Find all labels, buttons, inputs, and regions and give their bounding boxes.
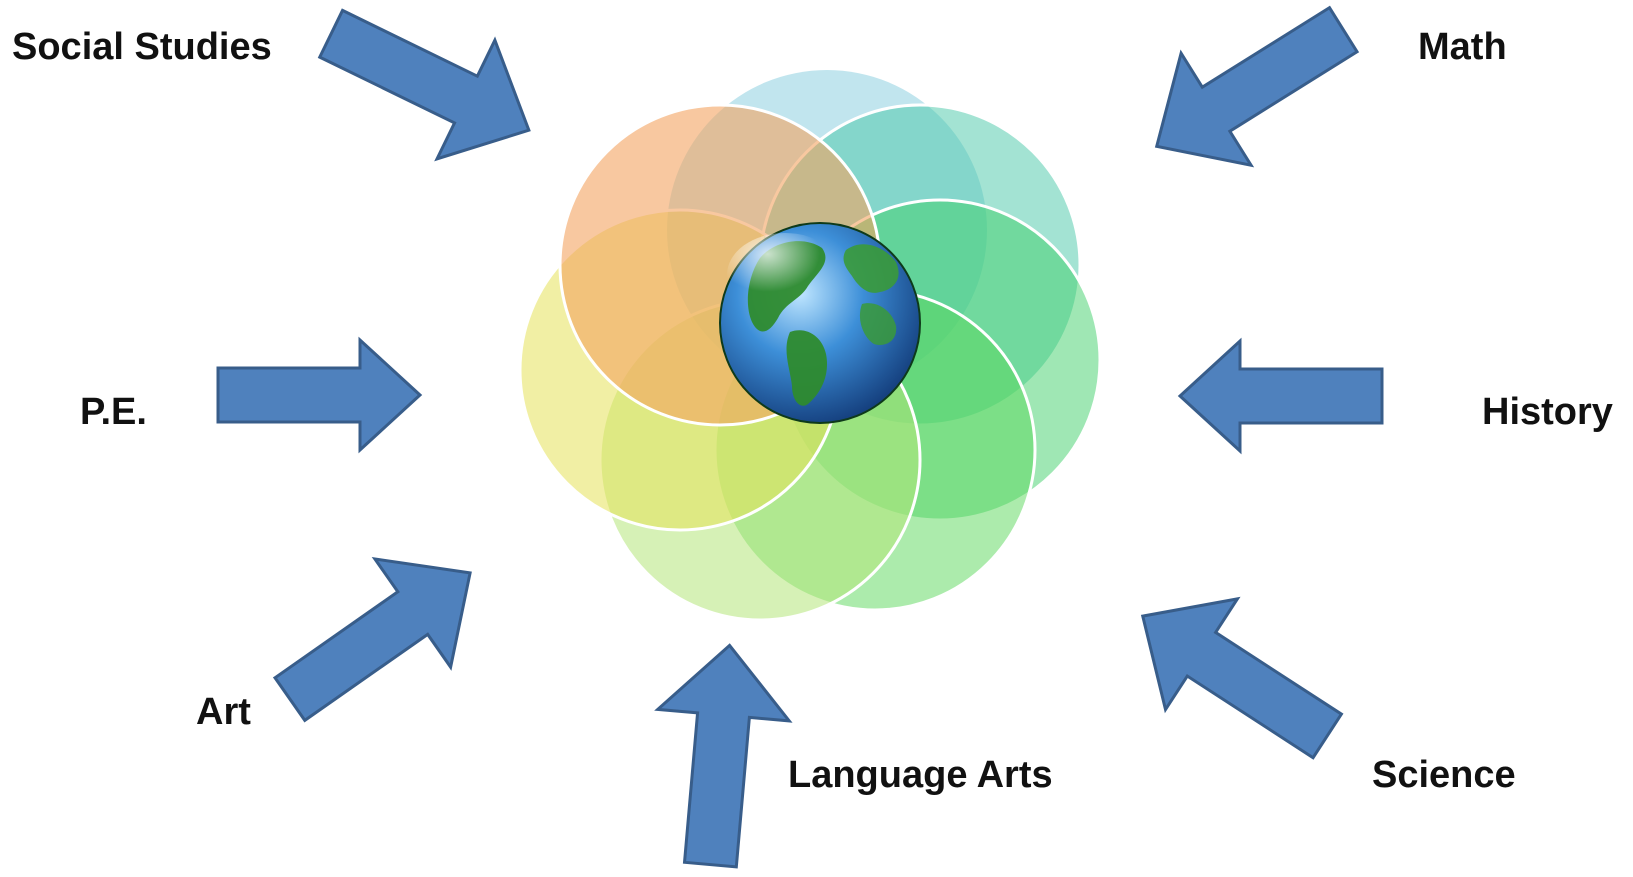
label-social-studies: Social Studies: [12, 26, 272, 68]
label-art: Art: [196, 691, 251, 733]
label-math: Math: [1418, 26, 1507, 68]
label-science: Science: [1372, 754, 1516, 796]
arrow-icon-history: [1177, 337, 1384, 455]
globe-icon: [719, 222, 921, 424]
arrow-icon-pe: [216, 336, 423, 454]
arrow-icon-language-arts: [654, 643, 793, 869]
label-pe: P.E.: [80, 391, 147, 433]
arrow-icon-social-studies: [317, 8, 531, 162]
arrow-icon-art: [272, 557, 472, 723]
arrow-icon-science: [1140, 596, 1344, 760]
label-language-arts: Language Arts: [788, 754, 1053, 796]
label-history: History: [1482, 391, 1613, 433]
arrow-icon-math: [1154, 5, 1360, 168]
